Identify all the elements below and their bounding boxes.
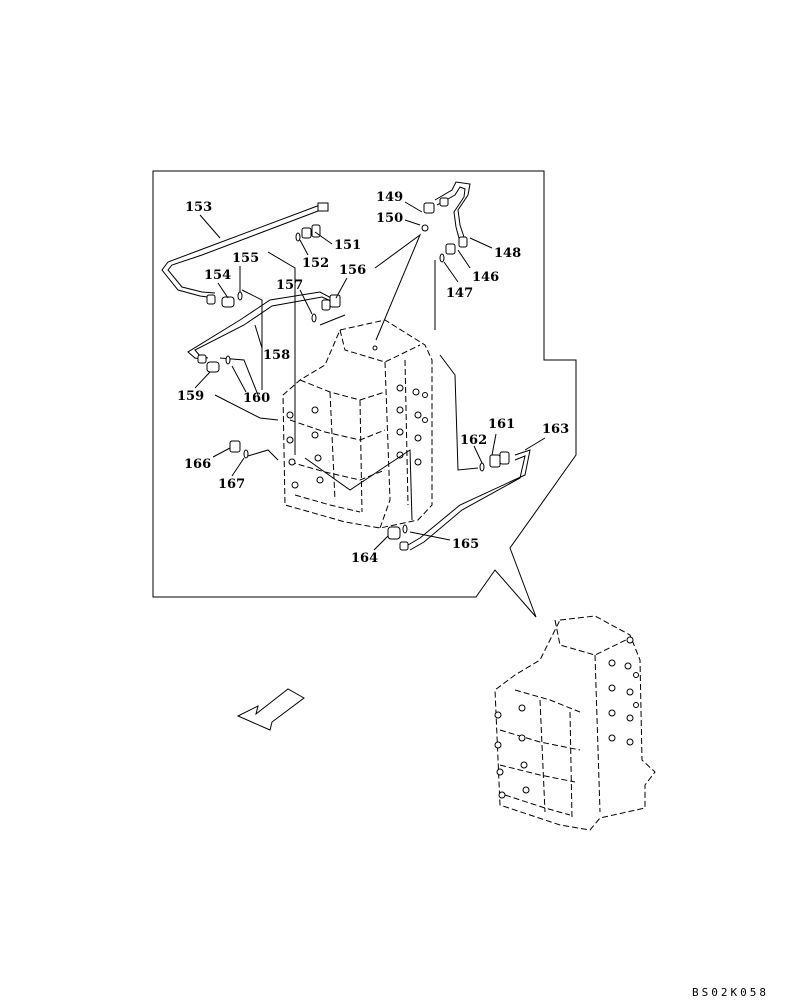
callout-164: 164: [351, 551, 378, 566]
callout-147: 147: [446, 286, 473, 301]
front-direction-arrow: [236, 688, 305, 731]
callout-155: 155: [232, 251, 259, 266]
callout-163: 163: [542, 422, 569, 437]
tube-153: [161, 202, 329, 299]
callout-160: 160: [243, 391, 270, 406]
drawing-code: BS02K058: [692, 986, 769, 999]
callout-156: 156: [339, 263, 366, 278]
control-valve-body-detail: [282, 319, 433, 529]
callout-157: 157: [276, 278, 303, 293]
tube-163: [407, 449, 531, 551]
callout-leaders: [194, 201, 546, 551]
callout-153: 153: [185, 200, 212, 215]
callout-152: 152: [302, 256, 329, 271]
callout-165: 165: [452, 537, 479, 552]
callout-166: 166: [184, 457, 211, 472]
callout-148: 148: [494, 246, 521, 261]
callout-151: 151: [334, 238, 361, 253]
callout-161: 161: [488, 417, 515, 432]
fittings: [197, 197, 510, 551]
callout-150: 150: [376, 211, 403, 226]
callout-162: 162: [460, 433, 487, 448]
callout-labels: 149 150 148 146 147 153 151 152 155 154 …: [177, 190, 569, 566]
callout-146: 146: [472, 270, 499, 285]
control-valve-body-overview: [494, 615, 656, 831]
callout-149: 149: [376, 190, 403, 205]
detail-leader-lines: [214, 233, 479, 521]
tube-148: [434, 181, 471, 243]
callout-159: 159: [177, 389, 204, 404]
callout-167: 167: [218, 477, 245, 492]
callout-158: 158: [263, 348, 290, 363]
detail-frame: [152, 170, 577, 618]
callout-154: 154: [204, 268, 231, 283]
